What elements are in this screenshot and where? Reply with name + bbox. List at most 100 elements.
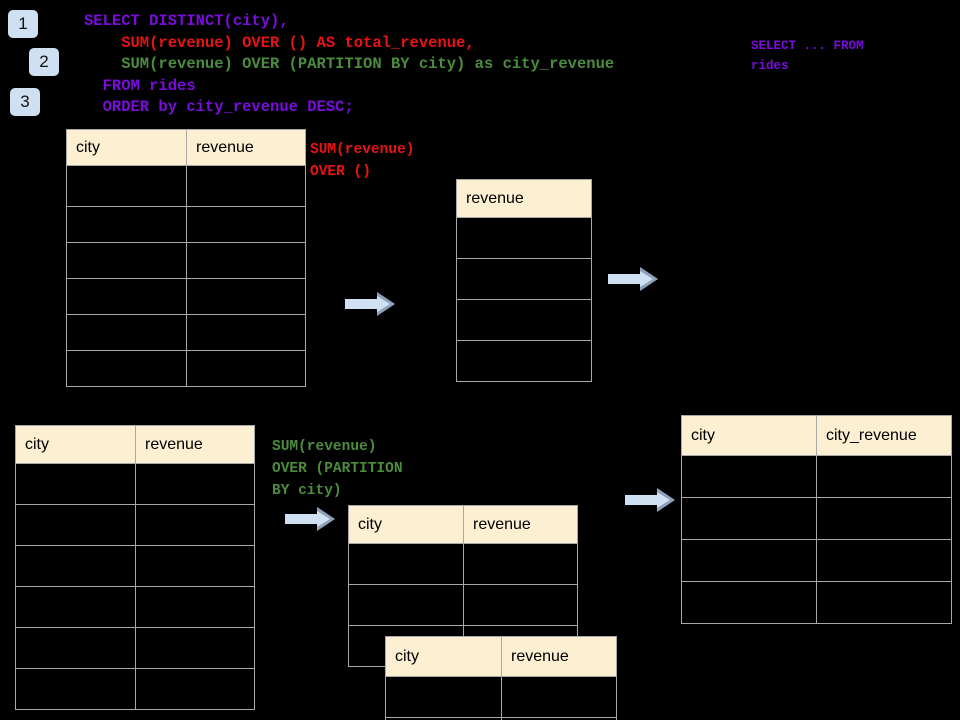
sql-line-city-revenue: SUM(revenue) OVER (PARTITION BY city) as…	[84, 55, 615, 73]
cell-revenue	[135, 545, 255, 587]
arrow-right-icon	[625, 488, 675, 512]
cell-city	[348, 543, 464, 585]
cell-city-revenue	[816, 539, 952, 582]
table-row	[456, 340, 592, 382]
table-header-row: city city_revenue	[681, 415, 952, 456]
table-row	[681, 497, 952, 540]
table-partition-front: city revenue	[385, 636, 617, 720]
table-row	[385, 676, 617, 718]
cell-city	[681, 539, 817, 582]
cell-revenue	[463, 543, 578, 585]
cell-city	[66, 206, 187, 243]
table-result: city city_revenue	[681, 415, 952, 624]
cell-city	[681, 455, 817, 498]
annotation-over-empty-line1: SUM(revenue)	[310, 142, 415, 158]
cell-city	[348, 584, 464, 626]
table-row	[681, 539, 952, 582]
cell-revenue	[456, 217, 592, 259]
cell-city	[15, 627, 136, 669]
table-row	[15, 668, 255, 710]
arrow-right-icon	[345, 292, 395, 316]
table-header-row: revenue	[456, 179, 592, 218]
annotation-over-partition-line2: OVER (PARTITION	[272, 461, 403, 477]
column-header-revenue: revenue	[463, 505, 578, 544]
annotation-source-line2: rides	[751, 59, 789, 73]
cell-city-revenue	[816, 497, 952, 540]
table-total-revenue: revenue	[456, 179, 592, 382]
cell-city	[385, 676, 502, 718]
cell-city-revenue	[816, 455, 952, 498]
table-row	[681, 581, 952, 624]
table-row	[66, 278, 306, 315]
table-row	[456, 217, 592, 259]
cell-city	[15, 668, 136, 710]
cell-revenue	[501, 676, 617, 718]
table-row	[456, 258, 592, 300]
cell-revenue	[135, 586, 255, 628]
column-header-city: city	[15, 425, 136, 464]
table-row	[15, 545, 255, 587]
cell-city	[15, 504, 136, 546]
column-header-city: city	[66, 129, 187, 166]
column-header-city: city	[385, 636, 502, 677]
cell-revenue	[186, 350, 306, 387]
arrow-right-icon	[285, 507, 335, 531]
column-header-city-revenue: city_revenue	[816, 415, 952, 456]
table-row	[385, 717, 617, 720]
cell-city	[66, 165, 187, 207]
table-row	[66, 206, 306, 243]
cell-revenue	[135, 627, 255, 669]
cell-city	[15, 545, 136, 587]
sql-line-order-by: ORDER by city_revenue DESC;	[84, 98, 354, 116]
table-row	[66, 242, 306, 279]
cell-revenue	[186, 314, 306, 351]
step-badge-2: 2	[29, 48, 59, 76]
table-row	[681, 455, 952, 498]
table-header-row: city revenue	[348, 505, 578, 544]
cell-revenue	[456, 299, 592, 341]
cell-revenue	[135, 504, 255, 546]
table-row	[66, 350, 306, 387]
annotation-over-partition-line1: SUM(revenue)	[272, 439, 377, 455]
arrow-right-icon	[608, 267, 658, 291]
cell-city	[66, 278, 187, 315]
cell-city	[66, 314, 187, 351]
cell-revenue	[501, 717, 617, 720]
column-header-city: city	[681, 415, 817, 456]
cell-city	[66, 242, 187, 279]
table-header-row: city revenue	[66, 129, 306, 166]
cell-revenue	[456, 340, 592, 382]
annotation-source-line1: SELECT ... FROM	[751, 39, 864, 53]
table-row	[348, 584, 578, 626]
table-row	[15, 627, 255, 669]
cell-city	[15, 463, 136, 505]
cell-city	[681, 497, 817, 540]
cell-revenue	[456, 258, 592, 300]
cell-city-revenue	[816, 581, 952, 624]
table-row	[348, 543, 578, 585]
cell-revenue	[186, 206, 306, 243]
table-row	[66, 165, 306, 207]
table-row	[66, 314, 306, 351]
cell-city	[15, 586, 136, 628]
cell-city	[66, 350, 187, 387]
column-header-revenue: revenue	[501, 636, 617, 677]
column-header-revenue: revenue	[135, 425, 255, 464]
column-header-revenue: revenue	[456, 179, 592, 218]
annotation-over-partition-line3: BY city)	[272, 483, 342, 499]
cell-revenue	[463, 584, 578, 626]
table-source-top: city revenue	[66, 129, 306, 387]
table-row	[15, 463, 255, 505]
sql-line-select: SELECT DISTINCT(city),	[84, 12, 289, 30]
table-header-row: city revenue	[15, 425, 255, 464]
sql-line-from: FROM rides	[84, 76, 196, 95]
cell-revenue	[186, 165, 306, 207]
sql-line-total-revenue: SUM(revenue) OVER () AS total_revenue,	[84, 33, 475, 52]
annotation-over-empty-line2: OVER ()	[310, 164, 371, 180]
step-badge-1: 1	[8, 10, 38, 38]
table-row	[15, 504, 255, 546]
column-header-revenue: revenue	[186, 129, 306, 166]
column-header-city: city	[348, 505, 464, 544]
table-header-row: city revenue	[385, 636, 617, 677]
table-source-bottom: city revenue	[15, 425, 255, 710]
